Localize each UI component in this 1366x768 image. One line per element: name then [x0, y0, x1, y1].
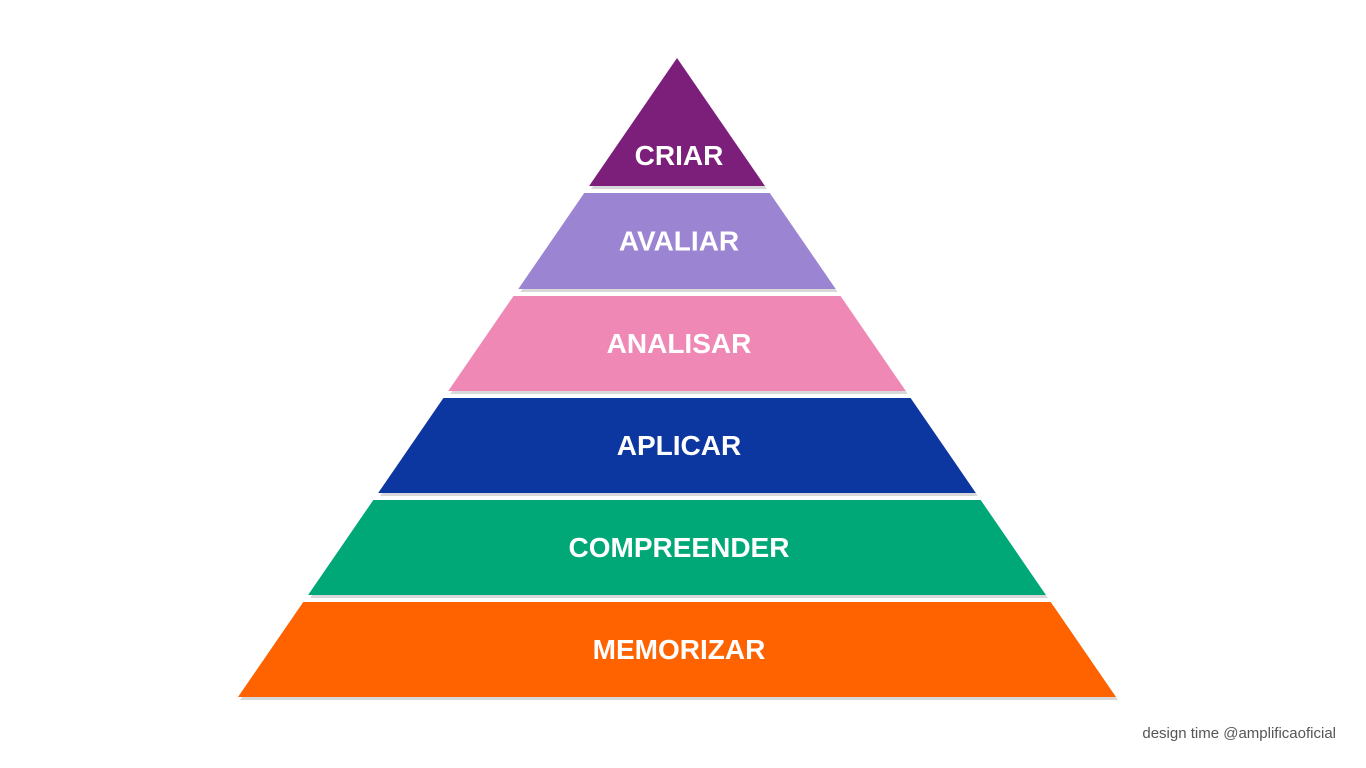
tier-label-memorizar: MEMORIZAR [593, 634, 766, 665]
pyramid-tiers: CRIAR AVALIAR ANALISAR APLICAR COMPREENDER ME… [238, 58, 1118, 700]
tier-shape-compreender [308, 500, 1046, 595]
credit-text: design time @amplificaoficial [1142, 725, 1336, 742]
tier-label-analisar: ANALISAR [607, 328, 752, 359]
tier-label-compreender: COMPREENDER [569, 532, 790, 563]
tier-shape-memorizar [238, 602, 1116, 697]
tier-shape-criar [589, 58, 765, 186]
tier-shape-aplicar [378, 398, 976, 493]
tier-label-criar: CRIAR [635, 140, 724, 171]
tier-label-aplicar: APLICAR [617, 430, 741, 461]
tier-shape-analisar [448, 296, 906, 391]
tier-shape-avaliar [518, 193, 836, 289]
tier-label-avaliar: AVALIAR [619, 226, 739, 257]
